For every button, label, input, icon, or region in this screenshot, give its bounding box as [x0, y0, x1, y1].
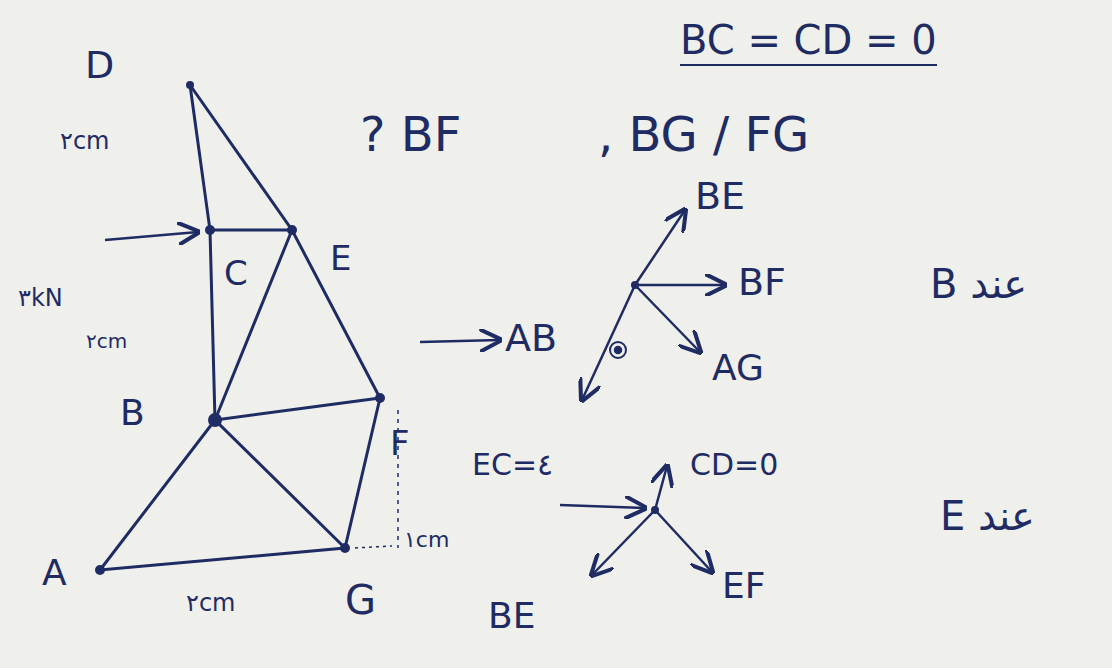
- label: BF: [738, 262, 786, 304]
- label: عند B: [930, 262, 1027, 306]
- label: D: [85, 45, 114, 87]
- label: ? BF: [360, 108, 461, 161]
- label: AG: [712, 348, 764, 388]
- joints: [95, 81, 385, 575]
- joint: [651, 506, 659, 514]
- label: EC=٤: [472, 448, 553, 481]
- truss-members: [100, 85, 380, 570]
- joint: [186, 81, 194, 89]
- dimension-line: [355, 546, 392, 548]
- label: AB: [505, 318, 557, 360]
- label: B: [120, 393, 145, 433]
- joint: [208, 413, 222, 427]
- free-body-e: [560, 466, 712, 575]
- force-arrow: [560, 505, 645, 508]
- force-arrow: [655, 510, 712, 572]
- free-body-b: [420, 210, 725, 400]
- member: [210, 230, 292, 420]
- label: ٢cm: [60, 128, 109, 154]
- joint: [375, 393, 385, 403]
- rotation-symbol: [615, 347, 621, 353]
- label: CD=0: [690, 448, 778, 481]
- force-arrow: [655, 466, 667, 510]
- force-arrow: [592, 510, 655, 575]
- force-arrow: [582, 285, 635, 400]
- member: [190, 85, 380, 548]
- label: BE: [488, 596, 535, 636]
- label: F: [390, 425, 410, 462]
- rotation-symbol: [610, 342, 626, 358]
- label: G: [345, 578, 376, 622]
- label: عند E: [940, 494, 1035, 538]
- force-arrow: [420, 340, 500, 342]
- label: EF: [722, 566, 765, 606]
- joint: [340, 543, 350, 553]
- label: ٢cm: [186, 590, 235, 616]
- label: ٢cm: [86, 330, 127, 352]
- label: BE: [695, 176, 745, 218]
- load-arrow: [105, 232, 198, 240]
- force-arrow: [635, 210, 685, 285]
- label: BC = CD = 0: [680, 18, 937, 66]
- member: [190, 85, 215, 420]
- label: E: [330, 240, 351, 277]
- label: ١cm: [404, 528, 449, 552]
- label: A: [42, 553, 67, 593]
- force-arrow: [635, 284, 725, 287]
- joint: [205, 225, 215, 235]
- label: C: [224, 255, 248, 292]
- joint: [95, 565, 105, 575]
- joint: [287, 225, 297, 235]
- force-arrow: [635, 285, 700, 352]
- label: , BG / FG: [598, 108, 809, 161]
- label: ٣kN: [18, 285, 63, 311]
- joint: [631, 281, 639, 289]
- load-arrow: [105, 232, 198, 240]
